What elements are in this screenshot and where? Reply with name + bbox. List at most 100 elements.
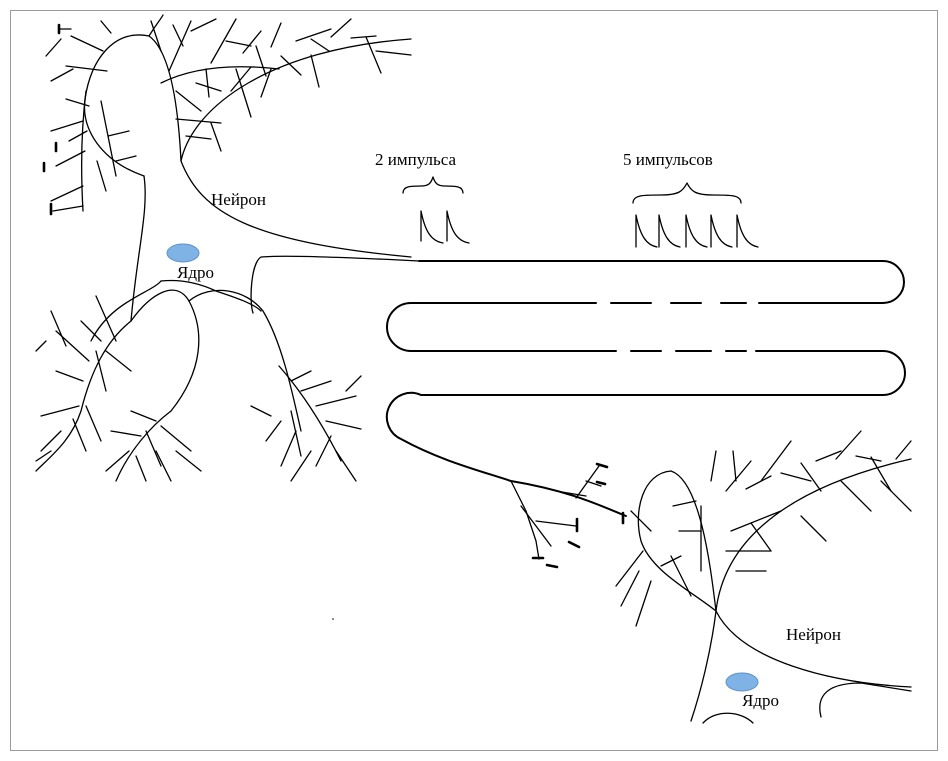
soma-lower-upper bbox=[130, 289, 200, 412]
dendrite bbox=[375, 50, 412, 56]
dendrite bbox=[68, 130, 88, 142]
dendrite bbox=[145, 430, 162, 467]
dendrite bbox=[260, 68, 272, 98]
soma-lower-upper bbox=[188, 289, 302, 432]
dendrite bbox=[745, 475, 772, 490]
dendrite bbox=[250, 405, 272, 417]
dendrite bbox=[290, 450, 312, 482]
dendrite bbox=[190, 18, 217, 32]
dendrite bbox=[870, 456, 892, 492]
axon bbox=[385, 350, 906, 517]
dendrite bbox=[290, 410, 302, 457]
dendrite bbox=[242, 30, 262, 54]
axon-hillock bbox=[250, 255, 420, 314]
dendrite bbox=[85, 405, 102, 442]
soma-outline-lower bbox=[637, 470, 717, 612]
dendrite bbox=[880, 480, 912, 512]
dendrite bbox=[55, 370, 84, 382]
dendrite bbox=[315, 435, 332, 467]
dendrite bbox=[225, 40, 252, 47]
axon-branch bbox=[510, 480, 540, 560]
axon-branch bbox=[555, 490, 587, 497]
dendrite bbox=[50, 310, 67, 347]
dendrite bbox=[65, 98, 90, 107]
dendrite bbox=[50, 120, 84, 132]
dendrite bbox=[255, 45, 267, 77]
label-five-pulses: 5 импульсов bbox=[623, 150, 713, 169]
dendrite bbox=[800, 462, 822, 492]
dendrite bbox=[365, 36, 382, 74]
nucleus-upper bbox=[166, 243, 200, 263]
dendrite bbox=[730, 510, 782, 532]
dendrite bbox=[325, 420, 362, 430]
pulse-two bbox=[446, 210, 470, 244]
dendrite bbox=[160, 425, 192, 452]
dendrite bbox=[175, 90, 202, 112]
dendrite bbox=[100, 100, 117, 177]
dendrite bbox=[80, 320, 102, 342]
dendrite bbox=[105, 350, 132, 372]
dendrite bbox=[50, 68, 74, 82]
dendrite bbox=[835, 430, 862, 460]
dendrite bbox=[105, 450, 130, 472]
soma-lower-upper bbox=[160, 279, 262, 312]
dendrite bbox=[235, 68, 252, 118]
label-neuron-upper: Нейрон bbox=[211, 190, 267, 209]
axon-dashed bbox=[386, 302, 884, 352]
dendrite bbox=[168, 20, 192, 72]
dendrite bbox=[615, 550, 644, 587]
dendrite bbox=[310, 54, 320, 88]
dendrite bbox=[732, 450, 737, 482]
dendrite bbox=[107, 130, 130, 137]
dendrite bbox=[175, 450, 202, 472]
dendrite bbox=[35, 320, 132, 472]
dendrite bbox=[630, 510, 652, 532]
axon-branch bbox=[520, 505, 552, 547]
dendrite bbox=[185, 135, 212, 140]
stray-dot bbox=[332, 618, 334, 620]
dendrite bbox=[70, 35, 104, 52]
dendrite bbox=[65, 65, 108, 72]
dendrite bbox=[40, 430, 62, 452]
dendrite bbox=[210, 18, 237, 64]
dendrite bbox=[895, 440, 912, 460]
synapse-terminal bbox=[545, 563, 559, 569]
soma-outline-lower bbox=[702, 712, 754, 724]
dendrite bbox=[280, 55, 302, 76]
dendrite bbox=[55, 150, 86, 167]
dendrite bbox=[35, 340, 47, 352]
dendrite bbox=[290, 370, 312, 382]
dendrite bbox=[45, 38, 62, 57]
dendrite bbox=[855, 455, 882, 462]
pulse-brace-five bbox=[632, 182, 742, 204]
dendrite bbox=[635, 580, 652, 627]
dendrite bbox=[150, 20, 162, 52]
dendrite bbox=[750, 522, 772, 552]
diagram-frame: Нейрон Ядро 2 импульса 5 импульсов Нейро… bbox=[10, 10, 938, 751]
dendrite bbox=[330, 18, 352, 38]
dendrite bbox=[315, 395, 357, 407]
dendrite bbox=[115, 155, 137, 162]
dendrite bbox=[130, 410, 157, 422]
label-neuron-lower: Нейрон bbox=[786, 625, 842, 644]
label-nucleus-lower: Ядро bbox=[742, 691, 779, 710]
label-nucleus-upper: Ядро bbox=[177, 263, 214, 282]
dendrite bbox=[780, 472, 812, 482]
dendrite bbox=[205, 68, 210, 98]
pulse-five bbox=[736, 214, 759, 248]
dendrite bbox=[300, 380, 332, 392]
dendrite bbox=[345, 375, 362, 392]
dendrite bbox=[175, 118, 222, 124]
dendrite bbox=[148, 14, 164, 37]
dendrite bbox=[350, 35, 377, 39]
dendrite bbox=[40, 405, 80, 417]
dendrite bbox=[840, 480, 872, 512]
dendrite bbox=[230, 66, 252, 92]
dendrite bbox=[35, 450, 52, 462]
dendrite bbox=[270, 22, 282, 48]
dendrite bbox=[50, 185, 84, 202]
pulse-five bbox=[635, 214, 658, 248]
synapse-terminal bbox=[595, 462, 609, 469]
neuron-diagram bbox=[35, 14, 912, 724]
dendrite bbox=[710, 450, 717, 482]
